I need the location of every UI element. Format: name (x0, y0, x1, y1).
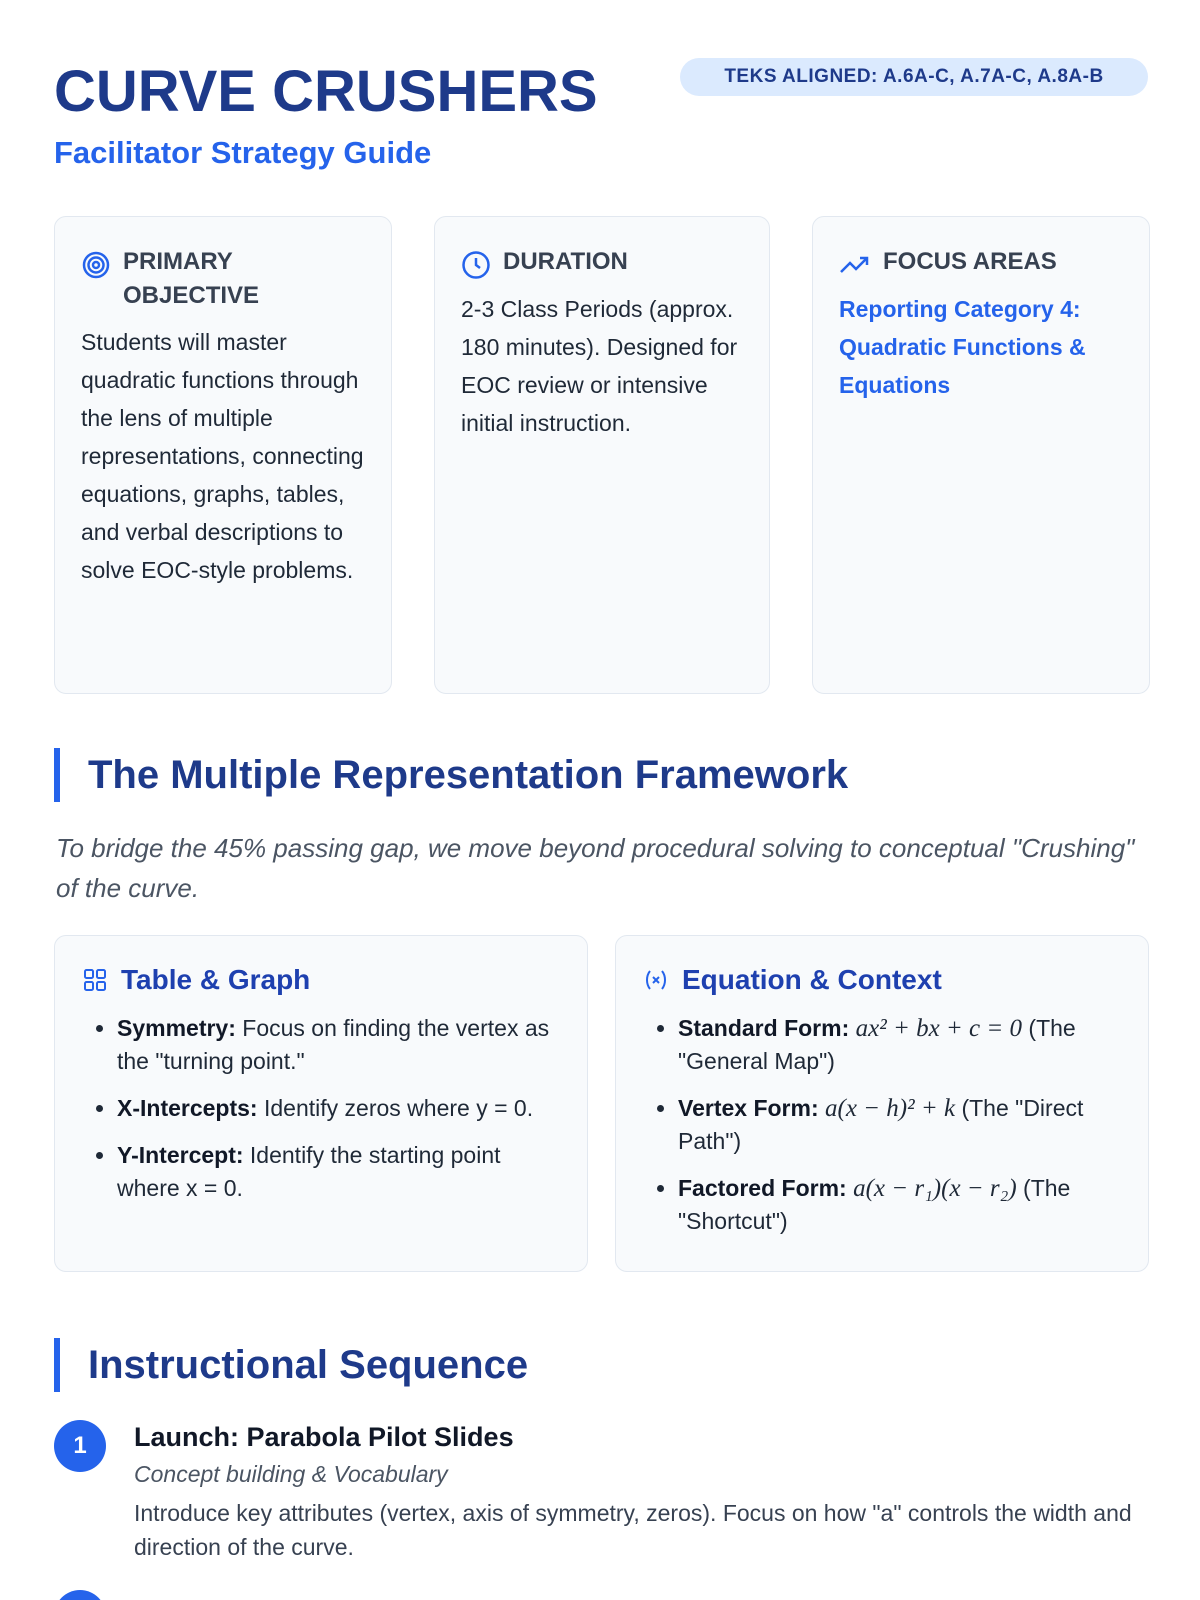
step-subtitle: Concept building & Vocabulary (134, 1461, 448, 1487)
card-body: 2-3 Class Periods (approx. 180 minutes).… (461, 296, 738, 436)
target-icon (82, 251, 110, 279)
list-item: Vertex Form: a(x − h)² + k (The "Direct … (678, 1092, 1120, 1158)
trending-up-icon (840, 256, 869, 273)
list-item: Symmetry: Focus on finding the vertex as… (117, 1012, 559, 1078)
card-title: PRIMARY OBJECTIVE (123, 248, 260, 309)
variable-icon (646, 970, 666, 990)
framework-lead: To bridge the 45% passing gap, we move b… (56, 833, 1135, 903)
list-item: Y-Intercept: Identify the starting point… (117, 1139, 559, 1205)
card-title: Equation & Context (682, 964, 942, 995)
page-title: CURVE CRUSHERS (54, 59, 598, 124)
step-title: Launch: Parabola Pilot Slides (134, 1422, 514, 1452)
sequence-step: 1 Launch: Parabola Pilot Slides Concept … (54, 1420, 1154, 1564)
teks-badge: TEKS ALIGNED: A.6A-C, A.7A-C, A.8A-B (680, 58, 1148, 96)
step-number: 2 (54, 1590, 106, 1600)
card-body: Reporting Category 4: Quadratic Function… (839, 296, 1086, 398)
duration-card: DURATION 2-3 Class Periods (approx. 180 … (434, 216, 770, 694)
card-title: FOCUS AREAS (883, 248, 1057, 275)
card-title: DURATION (503, 248, 628, 275)
table-graph-card: Table & Graph Symmetry: Focus on finding… (54, 935, 588, 1272)
framework-heading: The Multiple Representation Framework (54, 748, 848, 802)
list-item: X-Intercepts: Identify zeros where y = 0… (117, 1092, 559, 1125)
focus-areas-card: FOCUS AREAS Reporting Category 4: Quadra… (812, 216, 1150, 694)
page-subtitle: Facilitator Strategy Guide (54, 135, 432, 170)
list-item: Factored Form: a(x − r₁)(x − r₂) (The "S… (678, 1172, 1120, 1238)
objective-card: PRIMARY OBJECTIVE Students will master q… (54, 216, 392, 694)
sequence-step: 2 (54, 1590, 1154, 1600)
step-number: 1 (54, 1420, 106, 1472)
card-title: Table & Graph (121, 964, 311, 995)
step-body: Introduce key attributes (vertex, axis o… (134, 1500, 1132, 1560)
list-item: Standard Form: ax² + bx + c = 0 (The "Ge… (678, 1012, 1120, 1078)
clock-icon (462, 251, 490, 279)
grid-icon (84, 969, 106, 991)
equation-context-card: Equation & Context Standard Form: ax² + … (615, 935, 1149, 1272)
card-body: Students will master quadratic functions… (81, 329, 364, 583)
sequence-heading: Instructional Sequence (54, 1338, 528, 1392)
